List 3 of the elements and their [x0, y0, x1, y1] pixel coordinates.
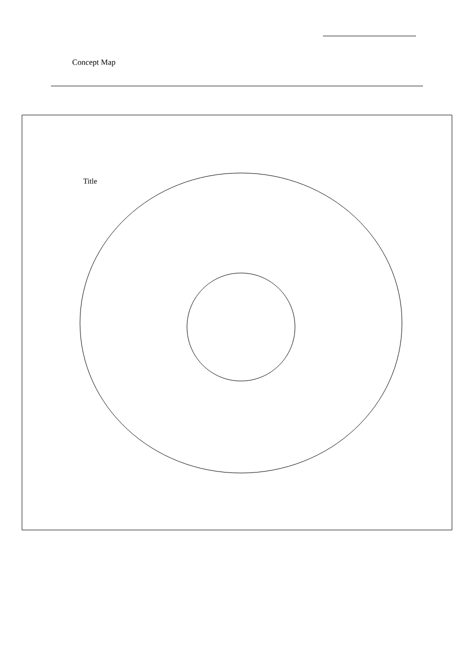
circle — [186, 272, 296, 382]
title: Concept Map — [72, 60, 116, 67]
circle — [80, 172, 402, 474]
